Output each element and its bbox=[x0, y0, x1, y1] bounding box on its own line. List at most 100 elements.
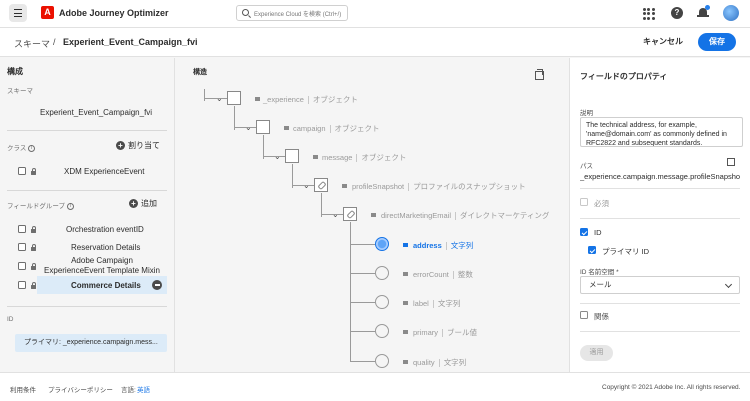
structure-title: 構造 bbox=[193, 69, 207, 76]
apply-button[interactable]: 適用 bbox=[580, 345, 613, 361]
path-value: _experience.campaign.message.profileSnap… bbox=[580, 172, 740, 181]
lock-icon bbox=[403, 360, 408, 364]
search-input[interactable]: Experience Cloud を検索 (Ctrl+/) bbox=[236, 5, 348, 21]
lock-icon bbox=[31, 282, 36, 289]
object-node-icon bbox=[227, 91, 241, 105]
lock-icon bbox=[31, 263, 36, 270]
apps-grid-icon[interactable] bbox=[642, 7, 655, 20]
chevron-down-icon[interactable]: ⌄ bbox=[274, 152, 281, 161]
fieldgroup-selected-row[interactable] bbox=[37, 276, 167, 294]
field-node-icon[interactable] bbox=[375, 354, 389, 368]
tree-line bbox=[292, 185, 314, 186]
tree-line bbox=[321, 193, 322, 217]
privacy-link[interactable]: プライバシーポリシー bbox=[48, 387, 113, 394]
field-node-icon[interactable] bbox=[375, 295, 389, 309]
composition-title: 構成 bbox=[7, 67, 23, 76]
info-icon[interactable]: i bbox=[28, 144, 36, 152]
namespace-select[interactable]: メール bbox=[580, 276, 740, 294]
divider bbox=[7, 130, 167, 131]
divider bbox=[580, 188, 740, 189]
language-label: 言語: bbox=[121, 387, 136, 394]
tree-line bbox=[263, 156, 285, 157]
chevron-down-icon[interactable]: ⌄ bbox=[332, 210, 339, 219]
add-circle-icon: + bbox=[129, 199, 138, 209]
info-icon[interactable]: i bbox=[66, 202, 74, 210]
required-checkbox[interactable] bbox=[580, 198, 588, 206]
avatar[interactable] bbox=[723, 5, 739, 21]
fieldgroup-item[interactable]: Commerce Details bbox=[71, 281, 141, 290]
field-properties-panel: フィールドのプロパティ 説明 The technical address, fo… bbox=[569, 58, 750, 372]
help-icon[interactable]: ? bbox=[671, 7, 683, 19]
primary-id-checkbox[interactable] bbox=[588, 246, 596, 254]
tree-line bbox=[350, 361, 375, 362]
page-title: Experient_Event_Campaign_fvi bbox=[63, 37, 198, 47]
menu-icon[interactable] bbox=[9, 4, 27, 22]
fieldgroup-item[interactable]: Reservation Details bbox=[71, 243, 141, 252]
class-name[interactable]: XDM ExperienceEvent bbox=[64, 167, 145, 176]
tree-line bbox=[263, 135, 264, 159]
tree-line bbox=[350, 244, 375, 245]
lock-icon bbox=[255, 97, 260, 101]
fieldgroup-checkbox[interactable] bbox=[18, 281, 26, 289]
tree-line bbox=[350, 302, 375, 303]
id-label: ID bbox=[7, 316, 14, 323]
language-link[interactable]: 英語 bbox=[137, 387, 150, 394]
tree-line bbox=[234, 127, 256, 128]
class-checkbox[interactable] bbox=[18, 167, 26, 175]
fieldgroup-item[interactable]: Orchestration eventID bbox=[66, 225, 144, 234]
divider bbox=[580, 331, 740, 332]
terms-link[interactable]: 利用条件 bbox=[10, 387, 36, 394]
tree-line bbox=[292, 164, 293, 188]
chevron-down-icon[interactable]: ⌄ bbox=[303, 181, 310, 190]
save-button[interactable]: 保存 bbox=[698, 33, 736, 51]
cancel-button[interactable]: キャンセル bbox=[643, 37, 683, 46]
lock-icon bbox=[284, 126, 289, 130]
chevron-down-icon[interactable]: ⌄ bbox=[245, 123, 252, 132]
fieldgroup-checkbox[interactable] bbox=[18, 225, 26, 233]
expand-icon[interactable] bbox=[535, 69, 544, 80]
tree-line bbox=[204, 98, 227, 99]
lock-icon bbox=[403, 301, 408, 305]
field-node-icon[interactable] bbox=[375, 324, 389, 338]
fieldgroups-label: フィールドグループ i bbox=[7, 200, 74, 210]
notification-bell-icon[interactable] bbox=[697, 5, 710, 19]
path-label: パス bbox=[580, 163, 593, 170]
primary-id-label: プライマリ ID bbox=[602, 247, 650, 256]
tree-line bbox=[321, 214, 343, 215]
add-circle-icon: + bbox=[116, 141, 125, 151]
id-checkbox[interactable] bbox=[580, 228, 588, 236]
field-node-icon[interactable] bbox=[375, 266, 389, 280]
object-node-icon bbox=[285, 149, 299, 163]
tree-line bbox=[350, 273, 375, 274]
lock-icon bbox=[403, 330, 408, 334]
search-placeholder: Experience Cloud を検索 (Ctrl+/) bbox=[254, 12, 342, 18]
fieldgroup-checkbox[interactable] bbox=[18, 262, 26, 270]
add-fieldgroup-button[interactable]: +追加 bbox=[129, 198, 157, 209]
relation-checkbox[interactable] bbox=[580, 311, 588, 319]
assign-class-button[interactable]: +割り当て bbox=[116, 140, 160, 151]
schema-name[interactable]: Experient_Event_Campaign_fvi bbox=[40, 108, 153, 117]
footer: 利用条件 プライバシーポリシー 言語: 英語 Copyright © 2021 … bbox=[0, 372, 750, 401]
fieldgroup-item[interactable]: Adobe Campaign ExperienceEvent Template … bbox=[44, 256, 160, 275]
fieldgroup-checkbox[interactable] bbox=[18, 243, 26, 251]
chevron-down-icon[interactable]: ⌄ bbox=[216, 94, 223, 103]
divider bbox=[7, 306, 167, 307]
copy-icon[interactable] bbox=[727, 158, 735, 166]
remove-circle-icon[interactable] bbox=[152, 280, 162, 290]
primary-id-item[interactable]: プライマリ: _experience.campaign.mess... bbox=[15, 334, 167, 352]
field-node-icon[interactable] bbox=[375, 237, 389, 251]
breadcrumb-root[interactable]: スキーマ bbox=[14, 39, 51, 49]
description-field[interactable]: The technical address, for example, 'nam… bbox=[580, 117, 743, 147]
page-header: スキーマ / Experient_Event_Campaign_fvi キャンセ… bbox=[0, 28, 750, 57]
